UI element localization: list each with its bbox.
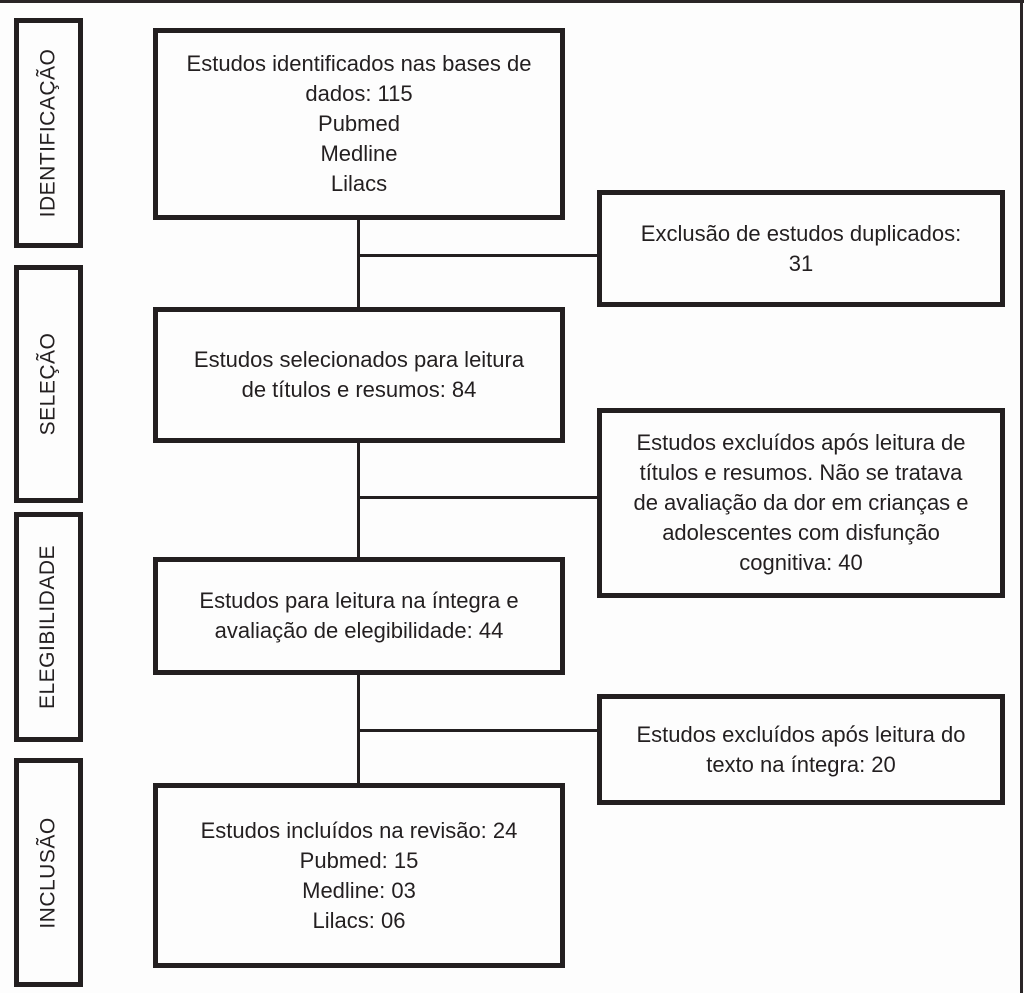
stage-label-identificacao: IDENTIFICAÇÃO xyxy=(36,48,60,218)
exclusion-box-duplicates: Exclusão de estudos duplicados: 31 xyxy=(597,190,1005,307)
connector-line-vertical-2 xyxy=(357,442,360,558)
figure-right-border xyxy=(1020,0,1023,993)
exclusion-box-title-abstract: Estudos excluídos após leitura de título… xyxy=(597,408,1005,598)
stage-box-identificacao: IDENTIFICAÇÃO xyxy=(14,18,83,248)
stage-box-inclusao: INCLUSÃO xyxy=(14,758,83,987)
flow-box-text-line: Pubmed: 15 xyxy=(299,847,419,873)
stage-label-selecao: SELEÇÃO xyxy=(36,332,60,436)
flow-box-selected-studies: Estudos selecionados para leitura de tít… xyxy=(153,307,565,443)
flow-box-included-studies: Estudos incluídos na revisão: 24 Pubmed:… xyxy=(153,783,565,968)
flow-box-text-line: Estudos selecionados para leitura de tít… xyxy=(193,347,525,402)
flow-box-text-line: Estudos incluídos na revisão: 24 xyxy=(200,817,518,843)
flow-box-text-line: Lilacs: 06 xyxy=(312,907,406,933)
exclusion-box-text: Estudos excluídos após leitura do texto … xyxy=(636,721,966,777)
flow-box-text-line: Estudos para leitura na íntegra e avalia… xyxy=(199,588,519,643)
stage-label-inclusao: INCLUSÃO xyxy=(36,816,60,929)
flow-box-text-line: Medline: 03 xyxy=(302,877,416,903)
connector-line-branch-1 xyxy=(358,254,598,257)
figure-top-border xyxy=(0,0,1024,3)
stage-box-selecao: SELEÇÃO xyxy=(14,265,83,503)
connector-line-branch-3 xyxy=(358,729,598,732)
flow-box-text-line: Estudos identificados nas bases de dados… xyxy=(186,51,532,106)
stage-box-elegibilidade: ELEGIBILIDADE xyxy=(14,512,83,742)
exclusion-box-text: Exclusão de estudos duplicados: 31 xyxy=(640,220,962,276)
connector-line-vertical-1 xyxy=(357,220,360,308)
flow-box-text-line: Medline xyxy=(320,141,398,166)
flow-box-identified-studies: Estudos identificados nas bases de dados… xyxy=(153,28,565,220)
stage-label-elegibilidade: ELEGIBILIDADE xyxy=(36,544,60,710)
exclusion-box-text: Estudos excluídos após leitura de título… xyxy=(633,430,969,575)
flow-box-fulltext-eligibility: Estudos para leitura na íntegra e avalia… xyxy=(153,557,565,675)
connector-line-branch-2 xyxy=(358,496,598,499)
flow-box-text-line: Pubmed xyxy=(318,111,400,136)
exclusion-box-fulltext: Estudos excluídos após leitura do texto … xyxy=(597,694,1005,805)
flow-box-text-line: Lilacs xyxy=(330,171,388,196)
